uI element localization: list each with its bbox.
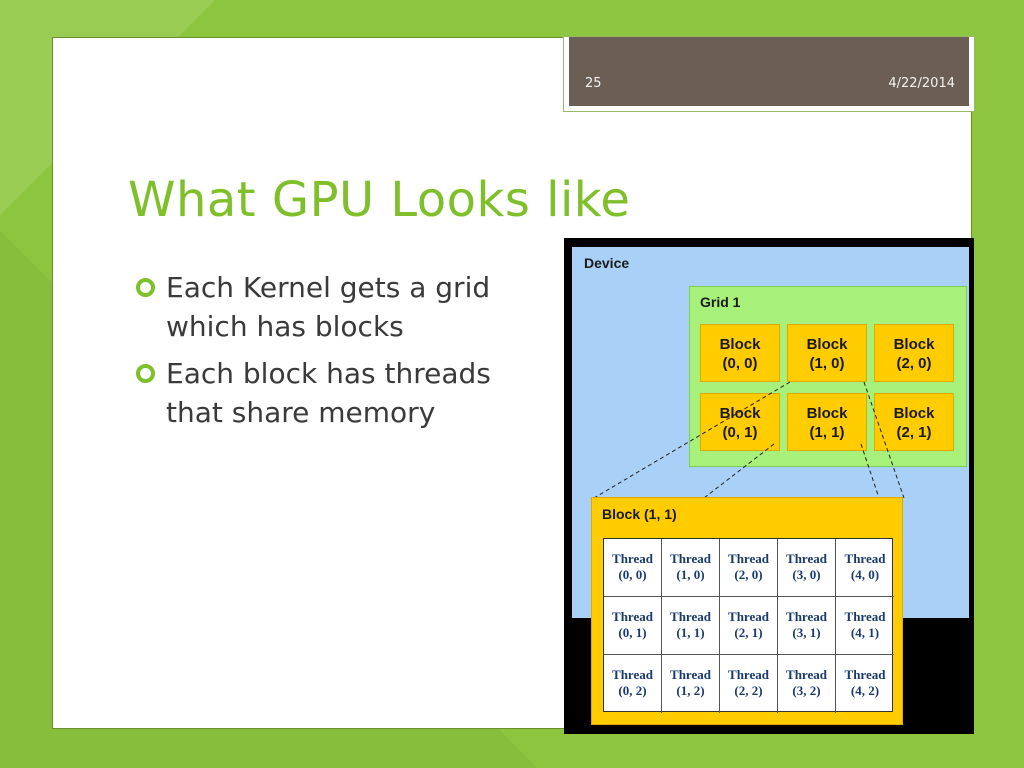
thread-name: Thread <box>670 551 711 566</box>
thread-cell: Thread(0, 1) <box>604 597 662 655</box>
device-label: Device <box>584 255 630 271</box>
block-cell: Block (1, 0) <box>787 324 867 382</box>
thread-index: (2, 0) <box>734 567 763 582</box>
thread-index: (1, 0) <box>676 567 705 582</box>
slide-number: 25 <box>585 76 602 91</box>
thread-index: (1, 2) <box>676 683 705 698</box>
thread-index: (2, 2) <box>734 683 763 698</box>
bullet-list: Each Kernel gets a grid which has blocks… <box>136 268 556 440</box>
block-index: (2, 1) <box>896 424 932 441</box>
thread-name: Thread <box>728 551 769 566</box>
ring-bullet-icon <box>136 278 155 297</box>
thread-cell: Thread(1, 0) <box>662 539 720 597</box>
thread-name: Thread <box>844 667 886 682</box>
block-index: (0, 0) <box>722 355 758 372</box>
thread-cell: Thread(0, 0) <box>604 539 662 597</box>
thread-index: (3, 2) <box>792 683 821 698</box>
block-index: (0, 1) <box>722 424 758 441</box>
block-name: Block <box>806 336 848 353</box>
ring-bullet-icon <box>136 364 155 383</box>
block-cell: Block (2, 1) <box>874 393 954 451</box>
thread-name: Thread <box>612 667 653 682</box>
thread-cell: Thread(3, 1) <box>778 597 836 655</box>
thread-name: Thread <box>844 551 886 566</box>
gpu-diagram: Device Grid 1 Block(0, 0)Block(1, 0)Bloc… <box>564 238 974 734</box>
thread-cell: Thread(1, 1) <box>662 597 720 655</box>
thread-index: (4, 1) <box>850 625 880 640</box>
block-index: (2, 0) <box>896 355 932 372</box>
thread-cell: Thread(2, 1) <box>720 597 778 655</box>
thread-index: (3, 0) <box>792 567 821 582</box>
bullet-item: Each block has threads that share memory <box>136 354 556 432</box>
thread-table: Thread(0, 0)Thread(1, 0)Thread(2, 0)Thre… <box>603 538 894 713</box>
block-name: Block <box>719 405 761 422</box>
slide-header-tab: 25 4/22/2014 <box>563 36 975 112</box>
thread-cell: Thread(1, 2) <box>662 655 720 713</box>
thread-name: Thread <box>844 609 886 624</box>
grid-box: Grid 1 Block (0, 0) Block (1, 0) Block (2, 0)… <box>689 286 967 467</box>
thread-name: Thread <box>728 609 769 624</box>
bullet-text: Each Kernel gets a grid which has blocks <box>166 271 491 343</box>
thread-name: Thread <box>612 609 653 624</box>
thread-cell: Thread(3, 2) <box>778 655 836 713</box>
thread-index: (0, 1) <box>618 625 647 640</box>
thread-index: (3, 1) <box>792 625 821 640</box>
thread-name: Thread <box>670 609 711 624</box>
block-cell: Block (1, 1) <box>787 393 867 451</box>
thread-cell: Thread(4, 0) <box>836 539 894 597</box>
block-cell: Block (0, 1) <box>700 393 780 451</box>
thread-index: (2, 1) <box>734 625 763 640</box>
block-index: (1, 1) <box>809 424 845 441</box>
thread-name: Thread <box>728 667 769 682</box>
bullet-text: Each block has threads that share memory <box>166 357 491 429</box>
block-detail-label: Block (1, 1) <box>602 506 677 522</box>
bullet-item: Each Kernel gets a grid which has blocks <box>136 268 556 346</box>
thread-cell: Thread(3, 0) <box>778 539 836 597</box>
thread-index: (4, 0) <box>850 567 880 582</box>
block-detail-box: Block (1, 1) Thread(0, 0)Thread(1, 0)Thr… <box>591 497 903 725</box>
thread-cell: Thread(2, 0) <box>720 539 778 597</box>
block-name: Block <box>806 405 848 422</box>
slide-date: 4/22/2014 <box>888 76 955 91</box>
thread-name: Thread <box>786 667 827 682</box>
thread-index: (4, 2) <box>850 683 880 698</box>
slide-title: What GPU Looks like <box>128 172 631 228</box>
thread-name: Thread <box>786 609 827 624</box>
thread-cell: Thread(0, 2) <box>604 655 662 713</box>
thread-cell: Thread(4, 2) <box>836 655 894 713</box>
block-name: Block <box>719 336 761 353</box>
thread-index: (0, 2) <box>618 683 647 698</box>
block-name: Block <box>893 336 935 353</box>
block-cell: Block (0, 0) <box>700 324 780 382</box>
thread-name: Thread <box>670 667 711 682</box>
thread-index: (1, 1) <box>676 625 705 640</box>
block-index: (1, 0) <box>809 355 845 372</box>
thread-cell: Thread(2, 2) <box>720 655 778 713</box>
grid-label: Grid 1 <box>700 294 741 310</box>
thread-name: Thread <box>786 551 827 566</box>
thread-cell: Thread(4, 1) <box>836 597 894 655</box>
thread-name: Thread <box>612 551 653 566</box>
slide-header-bar: 25 4/22/2014 <box>569 37 969 106</box>
block-name: Block <box>893 405 935 422</box>
thread-index: (0, 0) <box>618 567 647 582</box>
block-cell: Block (2, 0) <box>874 324 954 382</box>
